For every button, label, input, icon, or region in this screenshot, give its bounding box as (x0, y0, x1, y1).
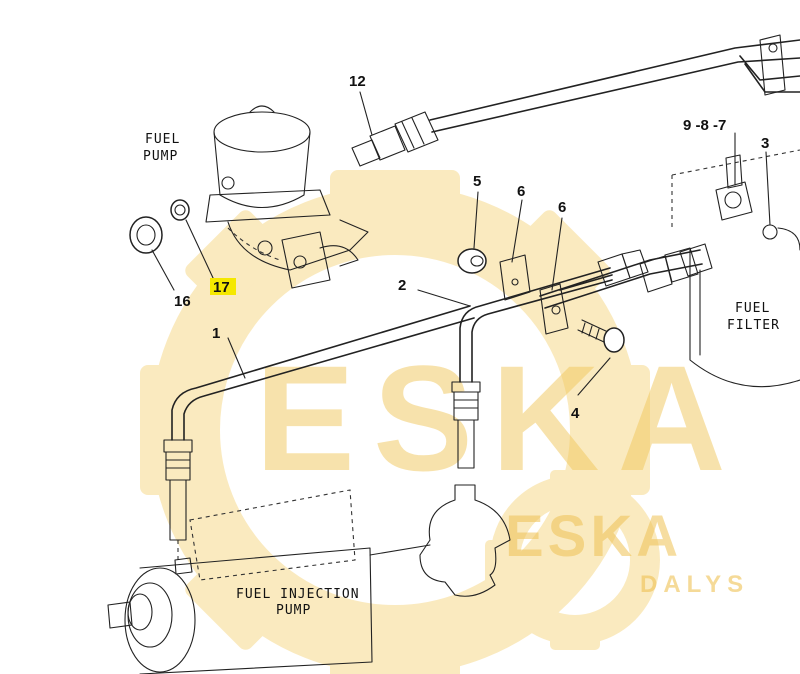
part-label-17: 17 (213, 279, 230, 296)
part-label-12: 12 (349, 73, 366, 90)
fitting-pipe-2 (451, 381, 481, 469)
injection-pump-drawing (107, 484, 511, 674)
part-label-9-8-7: 9 -8 -7 (683, 117, 726, 134)
fuel-pump-drawing (205, 105, 369, 289)
part-label-4: 4 (571, 405, 580, 422)
return-pipe (429, 34, 800, 133)
watermark-logo (140, 170, 660, 674)
injection-pump-label-line1: FUEL INJECTION (236, 587, 360, 602)
fitting-pipe-1 (163, 439, 193, 560)
watermark-brand-small: ESKA (505, 504, 682, 569)
watermark-sub: DALYS (640, 571, 749, 598)
part-label-1: 1 (212, 325, 220, 342)
bolt-4 (577, 319, 625, 353)
clamp-6 (499, 254, 569, 335)
filter-nuts (597, 243, 713, 293)
part-label-3: 3 (761, 135, 769, 152)
part-label-2: 2 (398, 277, 406, 294)
leader-lines (151, 91, 771, 396)
part-label-6b: 6 (558, 199, 566, 216)
watermark-brand-large: ESKA (255, 334, 744, 502)
fuel-filter-label-line2: FILTER (727, 318, 780, 333)
fitting-12 (351, 111, 439, 167)
injection-pump-label-line2: PUMP (276, 603, 311, 618)
washer-5 (457, 248, 487, 274)
fuel-pump-label-line2: PUMP (143, 149, 178, 164)
pipe-1 (171, 305, 475, 441)
fuel-pump-label-line1: FUEL (145, 132, 180, 147)
part-17-plug (170, 199, 190, 221)
highlight-17 (210, 278, 236, 295)
part-16-cap (129, 216, 163, 254)
part-label-6a: 6 (517, 183, 525, 200)
fuel-filter-label-line1: FUEL (735, 301, 770, 316)
part-label-16: 16 (174, 293, 191, 310)
pipe-2 (459, 249, 703, 383)
part-label-5: 5 (473, 173, 481, 190)
